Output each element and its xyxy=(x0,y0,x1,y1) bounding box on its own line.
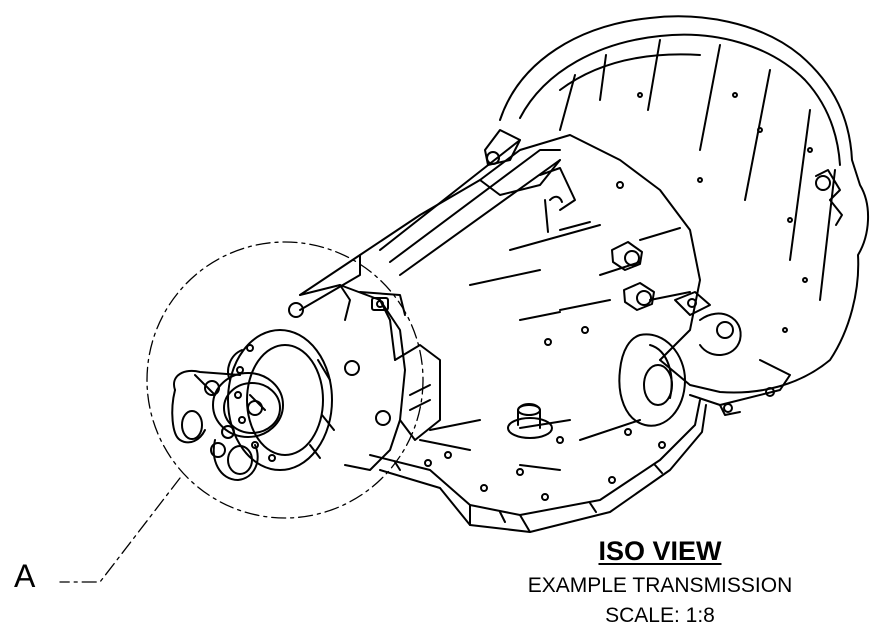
bell-housing xyxy=(499,15,870,394)
rear-mount xyxy=(689,359,791,416)
transmission-case xyxy=(299,129,701,361)
view-scale: SCALE: 1:8 xyxy=(605,604,715,627)
case-plugs xyxy=(611,241,742,356)
view-title: ISO VIEW xyxy=(598,536,722,566)
filler-neck xyxy=(507,403,553,439)
detail-callout-label: A xyxy=(14,558,36,594)
view-subtitle: EXAMPLE TRANSMISSION xyxy=(527,574,793,597)
title-block: ISO VIEW EXAMPLE TRANSMISSION SCALE: 1:8 xyxy=(480,536,840,630)
extension-housing xyxy=(288,284,441,471)
servo-cover xyxy=(618,333,686,427)
detail-callout xyxy=(59,241,424,583)
oil-pan xyxy=(369,399,707,533)
output-yoke xyxy=(171,329,335,481)
